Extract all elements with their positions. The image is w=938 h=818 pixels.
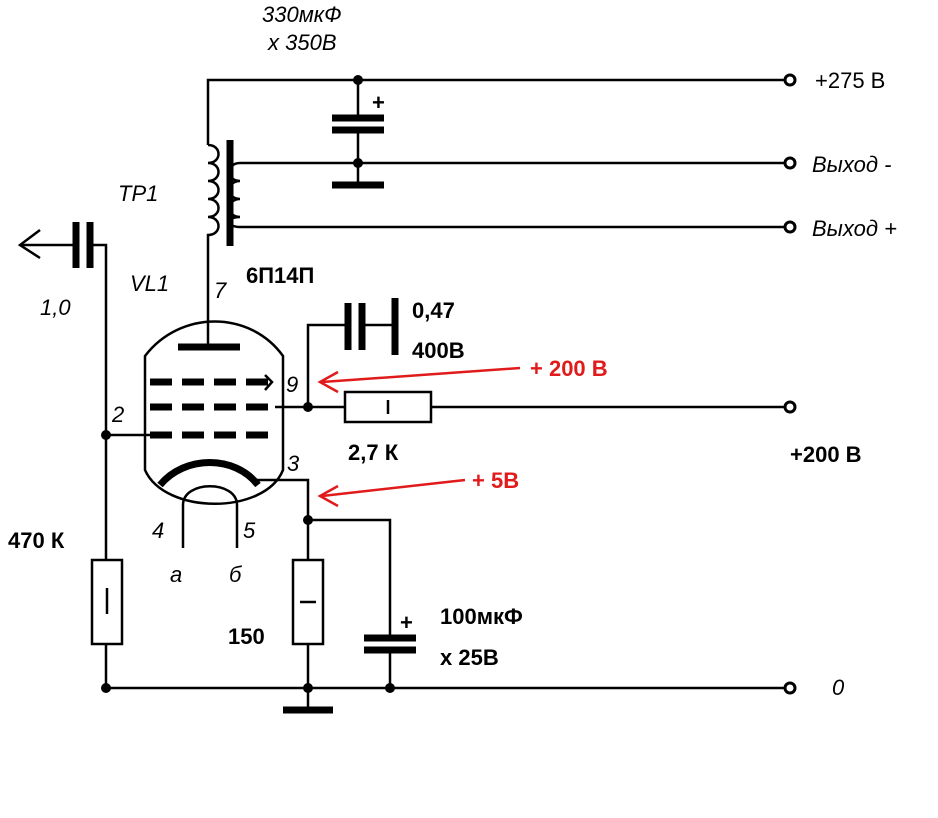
terminal-ground[interactable] xyxy=(783,681,797,695)
main-cap-value-label: 330мкФ xyxy=(262,2,342,27)
pin-4-label: 4 xyxy=(152,518,164,543)
input-cap-label: 1,0 xyxy=(40,295,71,320)
cathode-lead xyxy=(255,478,310,520)
cathode-cap-value-label: 100мкФ xyxy=(440,604,523,629)
out-minus-label: Выход - xyxy=(812,152,891,177)
terminal-275v[interactable] xyxy=(783,73,797,87)
pin-3-label: 3 xyxy=(287,451,300,476)
transformer-secondary-coil xyxy=(228,161,241,229)
heater-a-label: а xyxy=(170,562,182,587)
red-arrow-5-head xyxy=(317,484,339,508)
cathode-resistor-label: 150 xyxy=(228,624,265,649)
out-275-label: +275 В xyxy=(815,68,885,93)
transformer-primary-coil xyxy=(206,143,220,318)
pin-9-label: 9 xyxy=(286,372,298,397)
ground-label: 0 xyxy=(832,675,845,700)
junction-dot xyxy=(101,683,111,693)
grid-resistor-label: 470 К xyxy=(8,528,65,553)
cathode-cap-wire xyxy=(308,518,392,636)
red-arrow-5 xyxy=(321,478,466,498)
heater-filament xyxy=(181,485,239,548)
screen-cap-wire xyxy=(306,323,345,407)
pin-7-label: 7 xyxy=(214,278,227,303)
main-cap-plus-label: + xyxy=(372,90,385,115)
tube-envelope xyxy=(143,320,285,505)
main-cap-voltage-label: х 350В xyxy=(267,30,337,55)
red-arrow-200 xyxy=(321,366,521,384)
screen-resistor-label: 2,7 К xyxy=(348,440,399,465)
heater-b-label: б xyxy=(229,562,243,587)
screen-cap-value-label: 0,47 xyxy=(412,298,455,323)
supply-200-label: +200 В xyxy=(790,442,862,467)
pin-2-label: 2 xyxy=(111,402,124,427)
input-cap-to-grid-wire xyxy=(90,243,108,560)
tube-label: VL1 xyxy=(130,271,169,296)
pin-5-label: 5 xyxy=(243,518,256,543)
red-200-label: + 200 В xyxy=(530,356,608,381)
cathode-cap-voltage-label: х 25В xyxy=(440,645,499,670)
tube-type-label: 6П14П xyxy=(246,263,314,288)
red-arrow-200-head xyxy=(317,370,339,394)
terminal-out-plus[interactable] xyxy=(783,220,797,234)
supply-rail-wire xyxy=(206,78,790,145)
out-plus-label: Выход + xyxy=(812,216,897,241)
terminal-200v[interactable] xyxy=(783,400,797,414)
transformer-label: ТР1 xyxy=(118,181,158,206)
terminal-out-minus[interactable] xyxy=(783,156,797,170)
screen-cap-voltage-label: 400В xyxy=(412,338,465,363)
cathode-cap-plus-label: + xyxy=(400,610,413,635)
red-5-label: + 5В xyxy=(472,468,519,493)
cathode xyxy=(157,459,261,488)
suppressor-tie xyxy=(264,374,274,391)
junction-dot xyxy=(385,683,395,693)
